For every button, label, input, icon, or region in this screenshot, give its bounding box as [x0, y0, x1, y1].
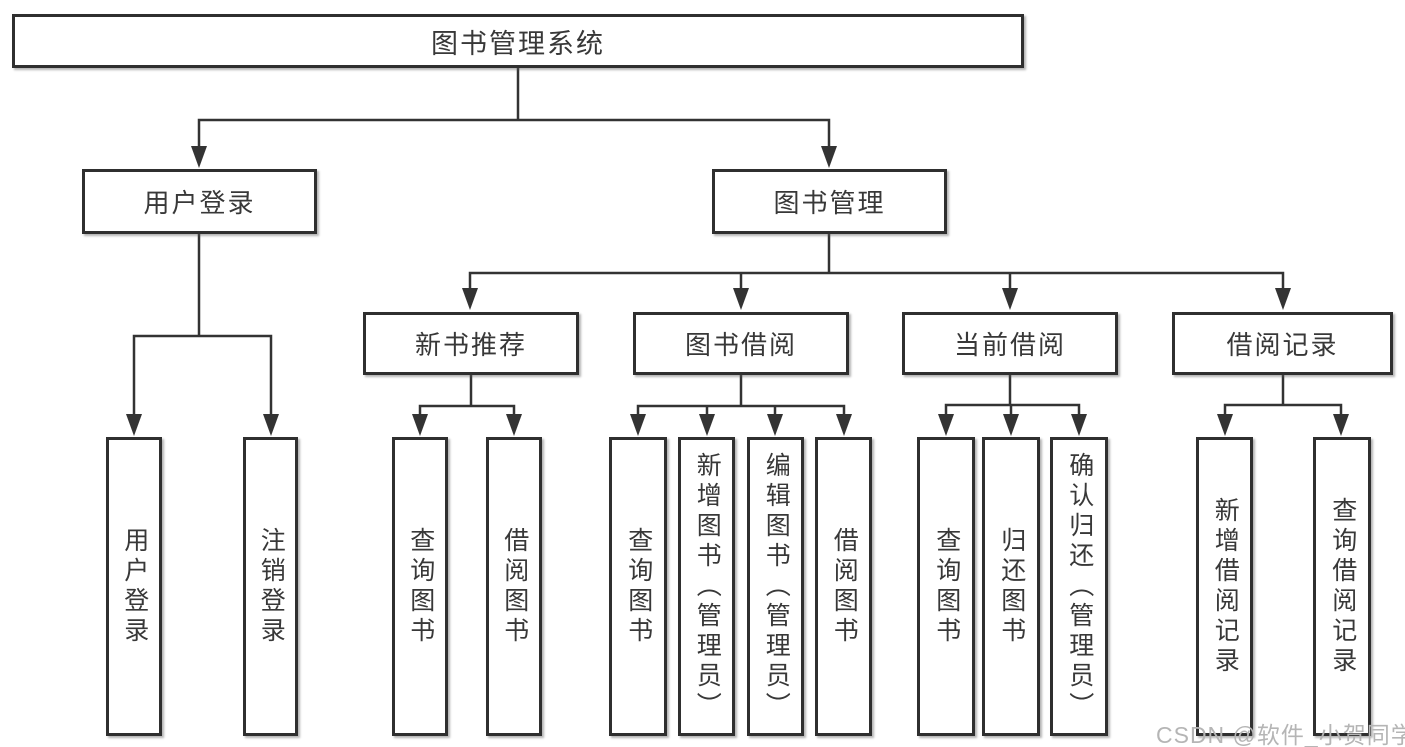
node-root-label: 图书管理系统	[431, 28, 605, 59]
leaf-borrow-books-recommend: 借阅图书	[486, 437, 542, 736]
node-new-book-recommendation-label: 新书推荐	[414, 330, 527, 360]
node-current-borrowing: 当前借阅	[902, 312, 1118, 375]
watermark: CSDN @软件_小贺同学	[1156, 722, 1405, 747]
node-book-borrowing-label: 图书借阅	[684, 330, 797, 360]
node-new-book-recommendation: 新书推荐	[363, 312, 579, 375]
node-book-borrowing: 图书借阅	[633, 312, 849, 375]
leaf-borrow-books-recommend-label: 借阅图书	[500, 526, 529, 647]
leaf-return-book-label: 归还图书	[997, 526, 1026, 647]
leaf-query-books-recommend: 查询图书	[392, 437, 448, 736]
leaf-confirm-return-admin-label: 确认归还（管理员）	[1065, 451, 1094, 722]
leaf-query-books-borrowing-label: 查询图书	[624, 526, 653, 647]
leaf-add-book-admin: 新增图书（管理员）	[678, 437, 735, 736]
leaf-logout: 注销登录	[243, 437, 298, 736]
node-user-login-label: 用户登录	[143, 188, 256, 218]
node-borrowing-records: 借阅记录	[1172, 312, 1393, 375]
node-root: 图书管理系统	[12, 14, 1024, 68]
leaf-query-books-borrowing: 查询图书	[609, 437, 667, 736]
leaf-edit-book-admin-label: 编辑图书（管理员）	[762, 451, 791, 722]
leaf-add-borrow-record: 新增借阅记录	[1196, 437, 1253, 736]
leaf-query-books-current: 查询图书	[917, 437, 975, 736]
leaf-borrow-books-borrowing-label: 借阅图书	[830, 526, 859, 647]
node-borrowing-records-label: 借阅记录	[1226, 330, 1339, 360]
leaf-query-books-current-label: 查询图书	[932, 526, 961, 647]
node-current-borrowing-label: 当前借阅	[953, 330, 1066, 360]
leaf-edit-book-admin: 编辑图书（管理员）	[747, 437, 804, 736]
node-user-login: 用户登录	[82, 169, 317, 234]
leaf-query-borrow-record-label: 查询借阅记录	[1328, 496, 1357, 677]
leaf-add-borrow-record-label: 新增借阅记录	[1211, 496, 1240, 677]
node-book-management: 图书管理	[712, 169, 947, 234]
leaf-return-book: 归还图书	[982, 437, 1040, 736]
leaf-user-login: 用户登录	[106, 437, 162, 736]
leaf-logout-label: 注销登录	[257, 526, 286, 647]
leaf-user-login-label: 用户登录	[120, 526, 149, 647]
leaf-add-book-admin-label: 新增图书（管理员）	[693, 451, 722, 722]
leaf-borrow-books-borrowing: 借阅图书	[815, 437, 872, 736]
leaf-query-books-recommend-label: 查询图书	[406, 526, 435, 647]
node-book-management-label: 图书管理	[773, 188, 886, 218]
leaf-confirm-return-admin: 确认归还（管理员）	[1050, 437, 1108, 736]
leaf-query-borrow-record: 查询借阅记录	[1313, 437, 1371, 736]
